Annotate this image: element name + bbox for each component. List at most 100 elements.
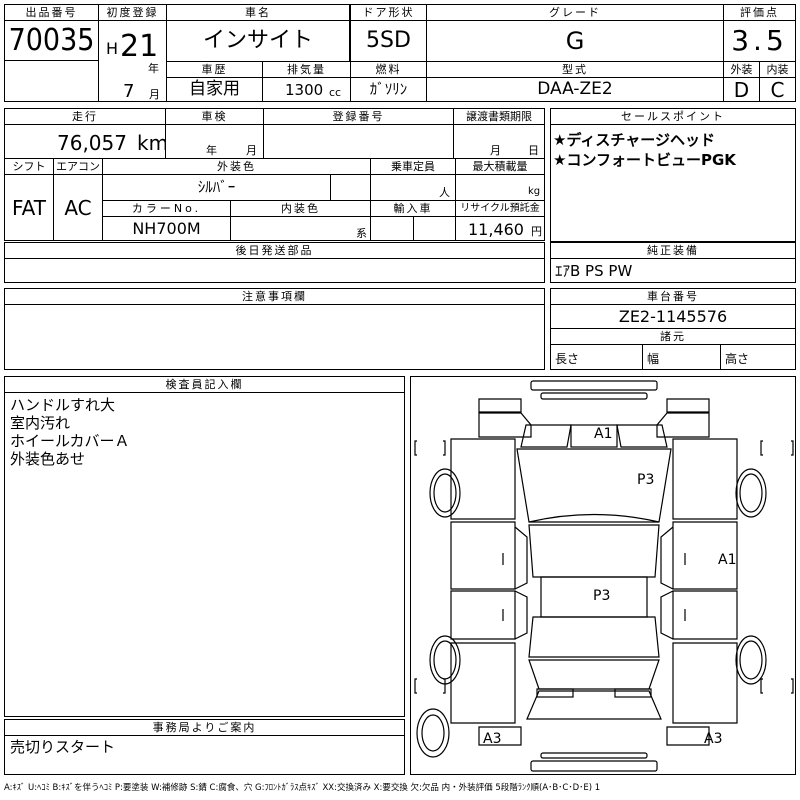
inspector-remarks-box: ハンドルすれ大 室内汚れ ホイールカバーＡ 外装色あせ [4, 392, 405, 717]
registration-number-box [263, 124, 454, 159]
overall-score: 3.5 [723, 20, 796, 62]
shift: FAT [4, 174, 54, 241]
model-header: 型式 [426, 61, 724, 78]
dimensions-header: 諸元 [550, 328, 796, 345]
grade-header: グレード [426, 4, 724, 21]
grade: G [426, 20, 724, 62]
inspection-year-unit: 年 [206, 144, 217, 157]
equipment-list: ｴｱB PS PW [555, 262, 633, 280]
history: 自家用 [166, 77, 263, 102]
remark-line: ホイールカバーＡ [10, 432, 130, 450]
mileage: 76,057 [57, 131, 127, 155]
door-type: 5SD [350, 20, 427, 62]
interior-color-unit: 系 [356, 227, 367, 240]
mileage-box: 76,057 km [4, 124, 166, 159]
car-outline-diagram [414, 380, 794, 772]
fuel-header: 燃料 [350, 61, 427, 78]
inspector-remarks-header: 検査員記入欄 [4, 376, 405, 393]
recycle-box: 11,460 円 [455, 216, 545, 241]
exterior-color: ｼﾙﾊﾞｰ [102, 174, 331, 201]
transfer-month-unit: 月 [490, 144, 501, 157]
recycle-unit: 円 [531, 225, 542, 238]
later-parts-box [4, 258, 545, 283]
month-unit: 月 [149, 88, 160, 101]
notes-header: 注意事項欄 [4, 288, 545, 305]
width-label: 幅 [647, 352, 660, 366]
mileage-header: 走行 [4, 108, 166, 125]
office-notice-box: 売切りスタート [4, 735, 405, 775]
interior-color-box: 系 [230, 216, 371, 241]
color-number: NH700M [102, 216, 231, 241]
registration-number-header: 登録番号 [263, 108, 454, 125]
notes-box [4, 304, 545, 370]
inspection-header: 車検 [165, 108, 264, 125]
max-load-box: kg [455, 174, 545, 201]
import-box-2 [413, 216, 456, 241]
damage-diagram: A1 P3 A1 P3 A3 A3 [410, 376, 796, 775]
later-parts-header: 後日発送部品 [4, 242, 545, 259]
chassis-number: ZE2-1145576 [550, 304, 796, 329]
score-header: 評価点 [723, 4, 796, 21]
color-number-header: カラーNo. [102, 200, 231, 217]
sales-point-item: ★コンフォートビューPGK [553, 151, 736, 169]
displacement-unit: cc [329, 86, 342, 99]
aircon: AC [53, 174, 103, 241]
legend: A:ｷｽﾞ U:ﾍｺﾐ B:ｷｽﾞを伴うﾍｺﾐ P:要塗装 W:補修跡 S:錆 … [4, 783, 601, 793]
displacement-box: 1300 cc [262, 77, 351, 102]
displacement-header: 排気量 [262, 61, 351, 78]
import-box-1 [370, 216, 414, 241]
max-load-header: 最大積載量 [455, 158, 545, 175]
damage-mark-rear-left: A3 [483, 731, 502, 747]
equipment-box: ｴｱB PS PW [550, 258, 796, 283]
shift-header: シフト [4, 158, 54, 175]
exterior-color-header: 外装色 [102, 158, 371, 175]
fuel: ｶﾞｿﾘﾝ [350, 77, 427, 102]
lot-number: 70035 [4, 20, 99, 61]
damage-mark-roof: P3 [593, 588, 611, 604]
sales-point-item: ★ディスチャージヘッド [553, 131, 715, 149]
width-box: 幅 [642, 344, 721, 370]
remark-line: ハンドルすれ大 [10, 396, 116, 414]
inspection-month-unit: 月 [246, 144, 257, 157]
equipment-header: 純正装備 [550, 242, 796, 259]
remark-line: 外装色あせ [10, 450, 86, 468]
height-label: 高さ [725, 352, 750, 366]
inspection-box: 年 月 [165, 124, 264, 159]
registration-month: 7 [123, 81, 135, 102]
door-type-header: ドア形状 [350, 4, 427, 21]
registration-year: 21 [120, 29, 159, 64]
office-notice: 売切りスタート [10, 738, 116, 756]
transfer-deadline-box: 月 日 [453, 124, 545, 159]
car-name: インサイト [166, 20, 350, 62]
exterior-header: 外装 [723, 61, 760, 78]
height-box: 高さ [720, 344, 796, 370]
aircon-header: エアコン [53, 158, 103, 175]
year-unit: 年 [148, 62, 159, 75]
length-label: 長さ [555, 352, 580, 366]
recycle-fee: 11,460 [468, 220, 524, 239]
history-header: 車歴 [166, 61, 263, 78]
era-label: H [106, 39, 119, 58]
remark-line: 室内汚れ [10, 414, 71, 432]
exterior-score: D [723, 77, 760, 102]
interior-score: C [759, 77, 796, 102]
recycle-header: リサイクル預託金 [455, 200, 545, 217]
chassis-number-header: 車台番号 [550, 288, 796, 305]
model-code: DAA-ZE2 [426, 77, 724, 102]
transfer-day-unit: 日 [528, 144, 539, 157]
exterior-color-blank [330, 174, 371, 201]
damage-mark-rear-right: A3 [704, 731, 723, 747]
lot-number-blank [4, 60, 99, 102]
mileage-unit: km [137, 131, 166, 155]
capacity-unit: 人 [439, 186, 450, 199]
damage-mark-right-front-door: A1 [718, 552, 737, 568]
capacity-box: 人 [370, 174, 456, 201]
office-notice-header: 事務局よりご案内 [4, 719, 405, 736]
sales-points-box: ★ディスチャージヘッド ★コンフォートビューPGK [550, 124, 796, 242]
first-registration-header: 初度登録 [98, 4, 167, 21]
damage-mark-front: A1 [594, 426, 613, 442]
transfer-deadline-header: 譲渡書類期限 [453, 108, 545, 125]
first-registration-box: H 21 年 7 月 [98, 20, 167, 102]
length-box: 長さ [550, 344, 643, 370]
damage-mark-hood: P3 [637, 472, 655, 488]
